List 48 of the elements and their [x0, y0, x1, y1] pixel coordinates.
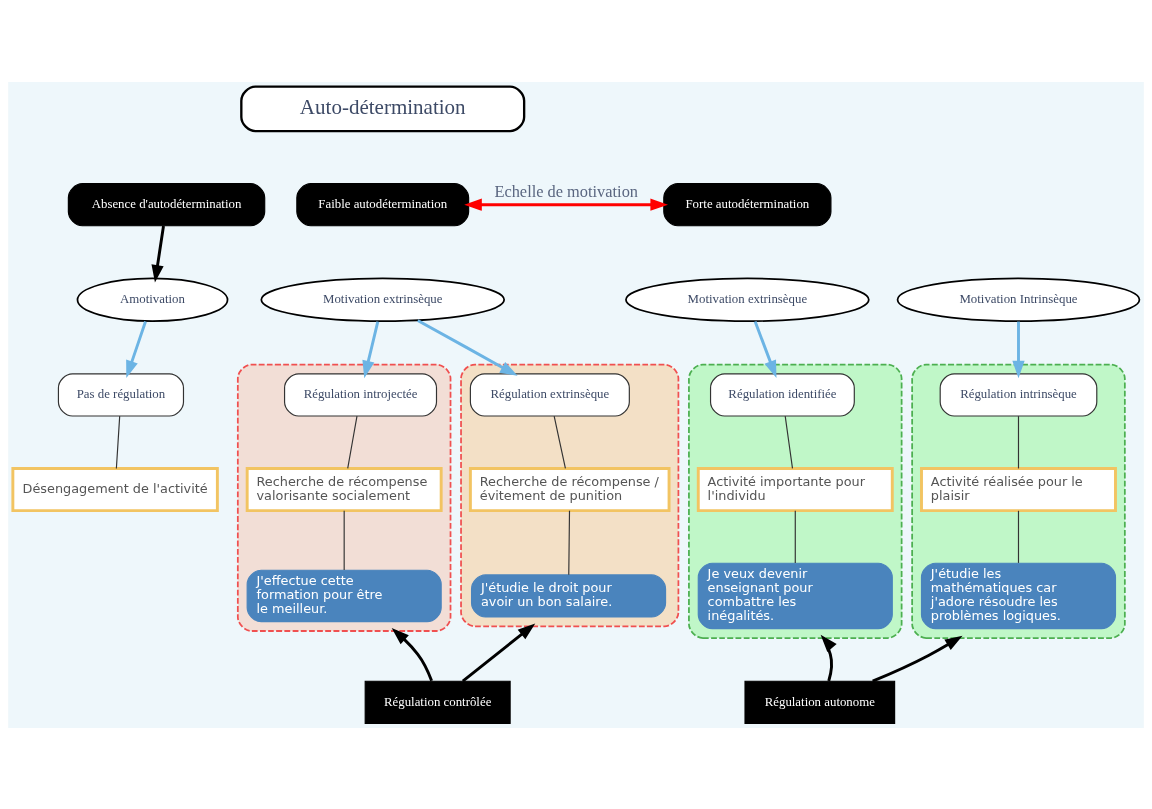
node-box: Auto-détermination — [240, 85, 526, 132]
arrow — [1012, 321, 1025, 378]
node-box: Régulation extrinsèque — [469, 372, 630, 417]
cluster — [911, 363, 1126, 639]
node-box: Recherche de récompense valorisante socialement — [245, 466, 443, 512]
node-box: Forte autodétermination — [663, 182, 832, 226]
arrow — [461, 623, 536, 682]
connector — [568, 509, 571, 575]
node-box: J'étudie le droit pour avoir un bon salaire. — [470, 573, 667, 618]
node-box: J'effectue cette formation pour être le meilleur. — [246, 569, 442, 622]
node-box: Activité réalisée pour le plaisir — [920, 466, 1117, 512]
node-ellipse: Motivation extrinsèque — [625, 277, 870, 322]
connector — [553, 415, 566, 469]
arrow — [151, 225, 165, 283]
node-ellipse: Amotivation — [76, 277, 229, 322]
edge-label: Echelle de motivation — [494, 181, 638, 201]
node-box: Régulation introjectée — [284, 372, 438, 417]
node-box: Faible autodétermination — [296, 182, 470, 226]
arrow — [391, 627, 433, 681]
connector — [1017, 415, 1020, 469]
arrow — [362, 320, 380, 378]
arrow — [820, 634, 837, 681]
connector — [115, 415, 121, 469]
connector — [1017, 509, 1020, 563]
cluster — [688, 363, 903, 639]
node-box: Désengagement de l'activité — [11, 466, 219, 512]
node-box: Régulation contrôlée — [364, 680, 511, 724]
node-box: Recherche de récompense / évitement de punition — [468, 466, 671, 512]
connector — [347, 415, 358, 469]
node-box: Absence d'autodétermination — [67, 182, 266, 226]
arrow — [464, 198, 668, 211]
connector — [343, 509, 345, 571]
node-box: Régulation intrinsèque — [939, 372, 1098, 417]
arrow — [126, 320, 147, 378]
cluster — [236, 363, 452, 632]
connector — [784, 415, 794, 469]
arrow — [753, 320, 777, 378]
arrow — [872, 635, 963, 683]
node-box: Régulation autonome — [744, 680, 896, 724]
node-ellipse: Motivation extrinsèque — [260, 277, 506, 322]
node-box: Pas de régulation — [57, 372, 185, 417]
node-ellipse: Motivation Intrinsèque — [896, 277, 1141, 322]
connector — [794, 509, 796, 563]
arrow — [417, 318, 518, 376]
node-box: Activité importante pour l'individu — [696, 466, 894, 512]
node-box: Régulation identifiée — [709, 372, 855, 417]
node-box: J'étudie les mathématiques car j'adore résoudre les problèmes logiques. — [920, 562, 1117, 629]
node-box: Je veux devenir enseignant pour combattre les inégalités. — [697, 562, 893, 629]
